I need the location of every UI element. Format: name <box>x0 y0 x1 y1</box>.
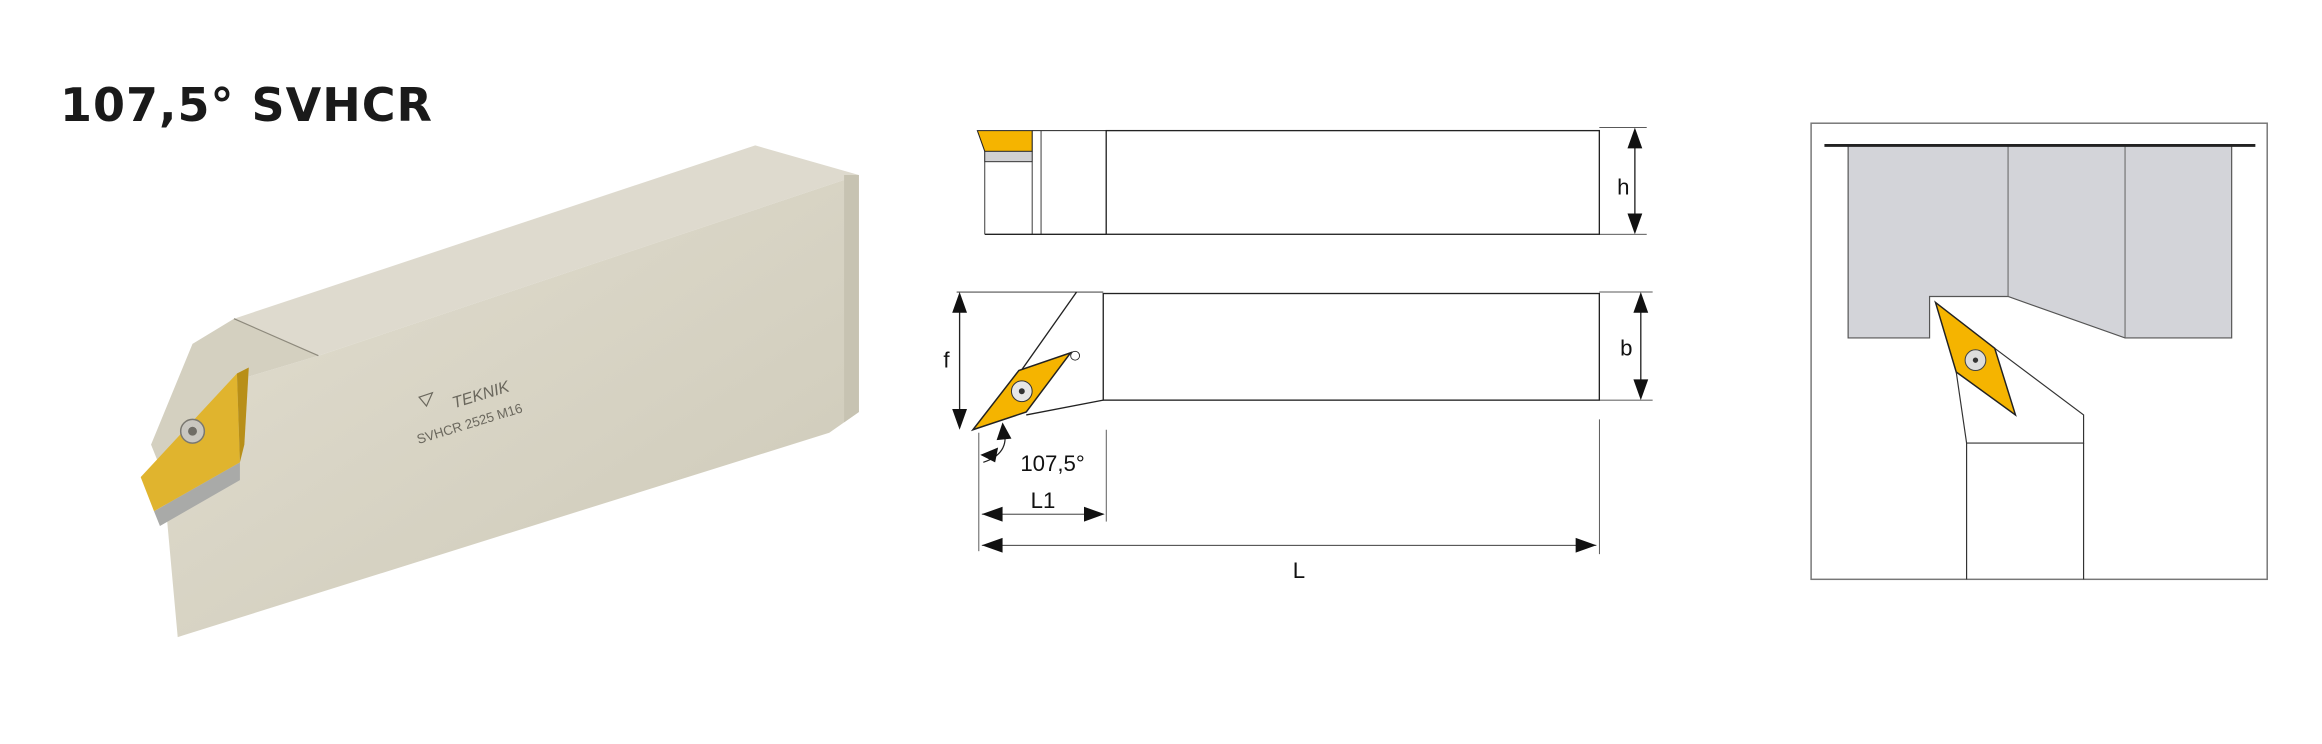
holder-side-face <box>162 175 859 638</box>
side-view <box>976 127 1647 235</box>
application-diagram <box>1810 122 2268 581</box>
shim-grey <box>154 462 240 527</box>
technical-drawing <box>952 127 1653 555</box>
dim-angle-label: 107,5° <box>1020 451 1084 476</box>
tool-holder-render: TEKNIK SVHCR 2525 M16 <box>140 145 859 638</box>
holder-edge <box>233 318 319 357</box>
top-view <box>952 291 1653 555</box>
dim-b-label: b <box>1620 336 1632 361</box>
dim-l1-label: L1 <box>1031 488 1056 513</box>
brand-logo-icon <box>418 391 434 408</box>
dim-l-label: L <box>1293 558 1305 583</box>
dim-f-label: f <box>943 348 950 373</box>
insert-side <box>976 130 1033 152</box>
page-title: 107,5° SVHCR <box>60 78 433 132</box>
holder-top-face <box>233 145 859 356</box>
holder-end-face <box>844 175 859 423</box>
dim-h-label: h <box>1617 174 1629 199</box>
